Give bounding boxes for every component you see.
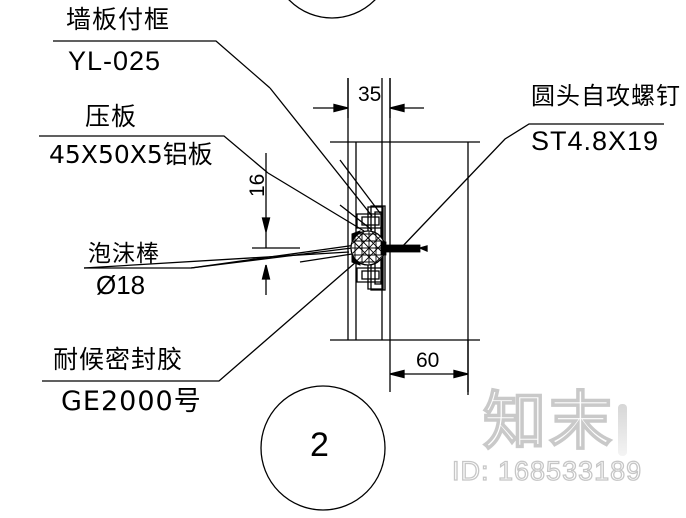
label-weather-sealant-spec: GE2000号 [61,386,202,417]
label-foam-rod-spec: Ø18 [96,270,146,300]
dimension-text-16: 16 [246,173,269,197]
panel-vertical-lines [347,78,469,395]
leader-weather-sealant [42,261,357,382]
top-detail-bubble-arc [288,0,376,19]
dimension-text-35: 35 [358,83,382,106]
dimension-60 [389,340,469,392]
label-pressure-plate-name: 压板 [85,102,138,131]
label-wall-panel-frame-name: 墙板付框 [66,5,171,34]
dimension-35 [313,78,424,118]
self-tapping-screw [380,241,428,256]
leader-self-tapping-screw [399,123,664,250]
dimension-16 [252,153,300,295]
wall-section-outline [330,141,480,341]
leader-pressure-plate [39,135,269,174]
detail-bubble-2 [260,385,386,511]
label-foam-rod-name: 泡沫棒 [88,241,160,267]
watermark-id-text: ID: 168533189 [451,456,643,486]
detail-bubble-number: 2 [310,426,329,464]
label-wall-panel-frame-code: YL-025 [68,46,162,76]
dimension-text-60: 60 [416,349,440,372]
label-self-tapping-screw-spec: ST4.8X19 [531,126,660,156]
leader-wall-panel-frame [53,40,271,89]
label-pressure-plate-spec: 45X50X5铝板 [49,140,213,169]
label-self-tapping-screw-name: 圆头自攻螺钉 [531,82,681,110]
label-weather-sealant-name: 耐候密封胶 [53,345,184,374]
